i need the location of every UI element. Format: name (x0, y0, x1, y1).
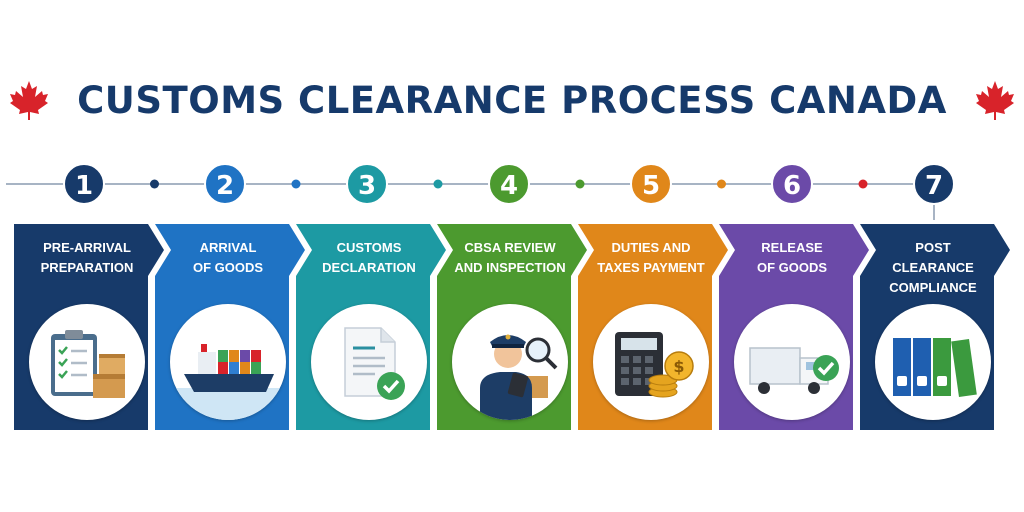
calculator-coins-icon: $ (615, 332, 694, 398)
svg-text:$: $ (673, 357, 684, 376)
step-title-line: OF GOODS (756, 260, 828, 275)
timeline: 1 2 3 4 5 6 7 (6, 163, 955, 220)
connector-dot (150, 179, 159, 189)
step-badge-circle (63, 163, 105, 205)
document-check-icon (344, 327, 405, 400)
connector-dot (291, 179, 301, 189)
connector-dot (433, 179, 443, 189)
step-illustration: $ (593, 304, 709, 420)
step-title-line: OF GOODS (192, 260, 264, 275)
step-number: 6 (783, 171, 801, 201)
step-number: 5 (642, 171, 660, 201)
page-title: CUSTOMS CLEARANCE PROCESS CANADA (77, 78, 947, 122)
cargo-ship-icon (170, 344, 286, 420)
step-illustration (29, 304, 145, 420)
clipboard-boxes-icon (51, 330, 125, 398)
step-badge-circle (913, 163, 955, 205)
step-badge-circle (630, 163, 672, 205)
step-title: CUSTOMS DECLARATION (310, 238, 428, 278)
step-illustration (311, 304, 427, 420)
connector-dot (858, 179, 868, 189)
step-number: 4 (500, 171, 518, 201)
step-badge-circle (346, 163, 388, 205)
step-number: 1 (75, 171, 93, 201)
step-title: PRE-ARRIVAL PREPARATION (28, 238, 146, 278)
step-title: POST CLEARANCE COMPLIANCE (874, 238, 992, 298)
step-title-line: DECLARATION (322, 260, 416, 275)
step-panel-4: CBSA REVIEW AND INSPECTION (437, 224, 587, 430)
step-title: DUTIES AND TAXES PAYMENT (592, 238, 710, 278)
step-badge-3: 3 (346, 163, 388, 205)
officer-inspection-icon (480, 334, 558, 420)
truck-check-icon (749, 347, 839, 394)
step-panel-6: RELEASE OF GOODS (719, 224, 869, 430)
step-title: ARRIVAL OF GOODS (169, 238, 287, 278)
step-title-line: POST CLEARANCE (892, 240, 974, 275)
step-title-line: TAXES PAYMENT (597, 260, 705, 275)
step-title: CBSA REVIEW AND INSPECTION (451, 238, 569, 278)
step-panel-2: ARRIVAL OF GOODS (155, 224, 305, 430)
step-badge-circle (204, 163, 246, 205)
binders-icon (893, 338, 977, 397)
step-badge-6: 6 (771, 163, 813, 205)
step-badge-circle (771, 163, 813, 205)
step-title-line: RELEASE (761, 240, 823, 255)
step-number: 3 (358, 171, 376, 201)
step-badge-circle (488, 163, 530, 205)
step-number: 7 (925, 171, 943, 201)
step-illustration (875, 304, 991, 420)
step-title-line: COMPLIANCE (889, 280, 977, 295)
step-badge-4: 4 (488, 163, 530, 205)
step-title-line: ARRIVAL (199, 240, 257, 255)
step-title-line: AND INSPECTION (454, 260, 566, 275)
step-badge-5: 5 (630, 163, 672, 205)
step-badge-2: 2 (204, 163, 246, 205)
step-badge-7: 7 (913, 163, 955, 205)
step-title-line: CUSTOMS (336, 240, 402, 255)
step-illustration (452, 304, 568, 420)
step-title-line: PRE-ARRIVAL (43, 240, 131, 255)
step-title: RELEASE OF GOODS (733, 238, 851, 278)
step-panel-3: CUSTOMS DECLARATION (296, 224, 446, 430)
step-number: 2 (216, 171, 234, 201)
header: CUSTOMS CLEARANCE PROCESS CANADA (0, 72, 1024, 128)
step-panel-5: DUTIES AND TAXES PAYMENT $ (578, 224, 728, 430)
step-title-line: PREPARATION (40, 260, 134, 275)
maple-leaf-icon (975, 81, 1014, 120)
step-badge-1: 1 (63, 163, 105, 205)
step-title-line: DUTIES AND (611, 240, 691, 255)
step-illustration (170, 304, 286, 420)
connector-dot (575, 179, 585, 189)
maple-leaf-icon (10, 81, 49, 120)
step-panel-1: PRE-ARRIVAL PREPARATION (14, 224, 164, 430)
step-title-line: CBSA REVIEW (464, 240, 556, 255)
step-panel-7: POST CLEARANCE COMPLIANCE (860, 224, 1010, 430)
connector-dot (717, 179, 726, 189)
step-illustration (734, 304, 850, 420)
